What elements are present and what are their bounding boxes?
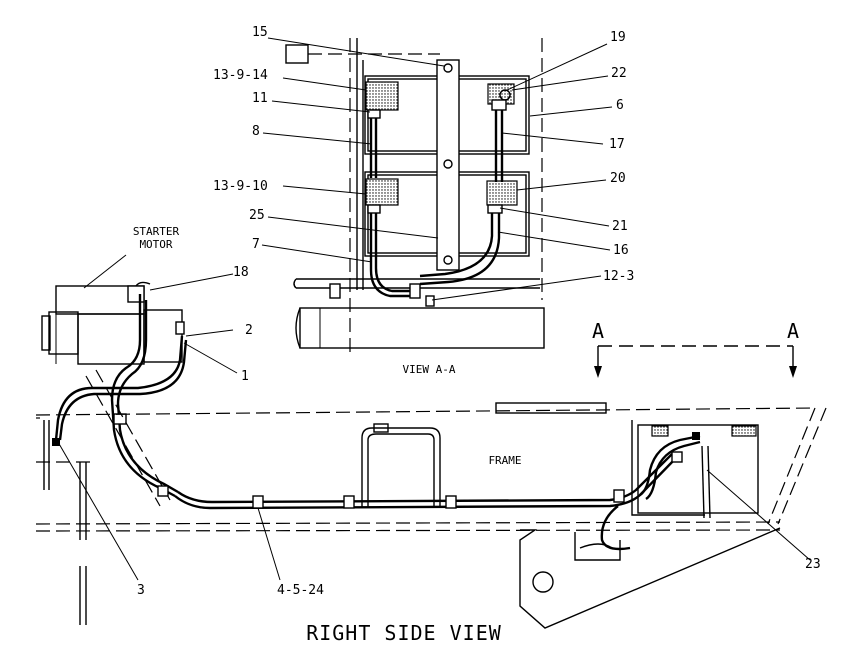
diagram-title: RIGHT SIDE VIEW	[306, 621, 502, 645]
callout-23: 23	[805, 557, 821, 572]
callout-12-3: 12-3	[603, 269, 634, 284]
terminal-boot-lower-left	[365, 178, 399, 206]
callout-3: 3	[137, 583, 145, 598]
starter-motor-label-line2: MOTOR	[139, 238, 172, 251]
starter-motor-leader	[83, 254, 127, 289]
callout-1: 1	[241, 369, 249, 384]
callout-22: 22	[611, 66, 627, 81]
section-marker-right: A	[787, 319, 799, 343]
frame-side-view	[35, 402, 827, 629]
frame-label: FRAME	[488, 454, 521, 467]
callout-19: 19	[610, 30, 626, 45]
section-line-a-a	[594, 345, 797, 378]
callout-13-9-14: 13-9-14	[213, 68, 268, 83]
starter-motor	[41, 281, 185, 365]
callout-16: 16	[613, 243, 629, 258]
callout-18: 18	[233, 265, 249, 280]
callout-8: 8	[252, 124, 260, 139]
callout-15: 15	[252, 25, 268, 40]
section-marker-left: A	[592, 319, 604, 343]
callout-17: 17	[609, 137, 625, 152]
view-title: VIEW A-A	[403, 363, 456, 376]
view-a-a-detail	[285, 38, 545, 355]
callout-2: 2	[245, 323, 253, 338]
callout-7: 7	[252, 237, 260, 252]
leader-lines	[57, 37, 811, 581]
callout-6: 6	[616, 98, 624, 113]
callout-21: 21	[612, 219, 628, 234]
callout-13-9-10: 13-9-10	[213, 179, 268, 194]
terminal-boot-upper-left	[365, 81, 399, 111]
starter-motor-label-line1: STARTER	[133, 225, 180, 238]
callout-20: 20	[610, 171, 626, 186]
callout-4-5-24: 4-5-24	[277, 583, 324, 598]
callout-25: 25	[249, 208, 265, 223]
hold-down-strap	[436, 59, 460, 271]
terminal-boot-lower-right	[486, 180, 518, 206]
callout-11: 11	[252, 91, 268, 106]
